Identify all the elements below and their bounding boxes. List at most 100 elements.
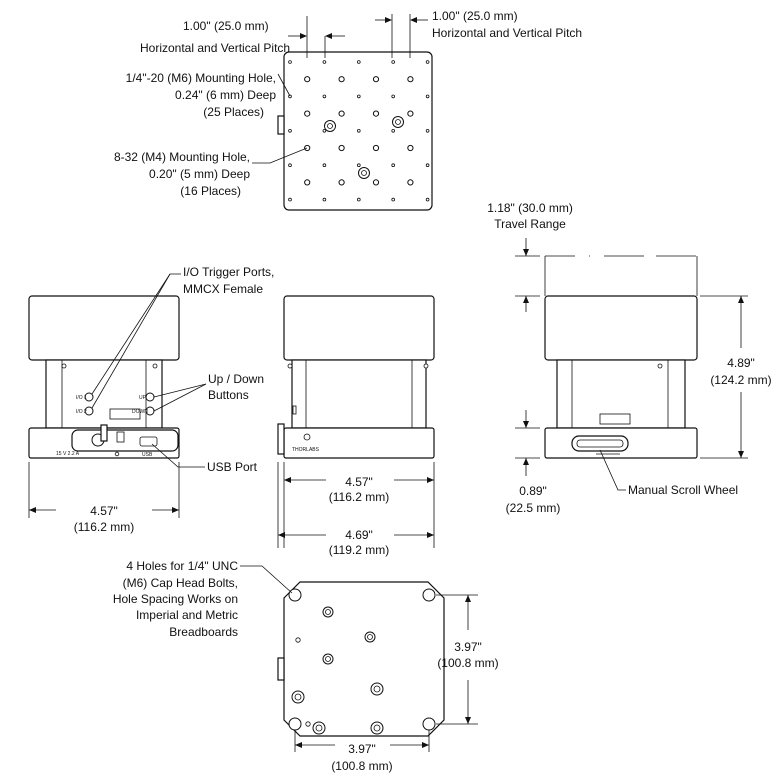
scroll-wheel-leader bbox=[599, 449, 626, 491]
bottom-view bbox=[277, 581, 445, 737]
m6-mounting-hole bbox=[304, 144, 311, 152]
m4-hole-label-3: (16 Places) bbox=[180, 184, 241, 198]
side-model-mark: THORLABS bbox=[292, 447, 320, 453]
bolt-holes-label-4: Imperial and Metric bbox=[136, 608, 238, 622]
m6-hole-leader bbox=[277, 73, 291, 97]
side-width-dimension bbox=[277, 462, 435, 548]
pitch-label-left-1: 1.00" (25.0 mm) bbox=[183, 19, 269, 33]
bolt-holes-label-3: Hole Spacing Works on bbox=[113, 592, 238, 606]
m4-mounting-hole bbox=[356, 197, 361, 202]
m4-mounting-hole bbox=[391, 129, 396, 133]
counterbore-hole-inner bbox=[361, 170, 367, 176]
bolt-holes-label-5: Breadboards bbox=[169, 625, 238, 639]
m4-mounting-hole bbox=[391, 60, 396, 64]
io-ports-label-2: MMCX Female bbox=[183, 282, 263, 296]
counterbore-hole-inner bbox=[395, 119, 401, 125]
m6-mounting-hole bbox=[338, 144, 345, 152]
m6-mounting-hole bbox=[407, 144, 414, 152]
m6-mounting-hole bbox=[304, 110, 311, 117]
m4-hole-leader bbox=[252, 147, 308, 164]
m4-mounting-hole bbox=[322, 94, 327, 99]
panel-mark-power: 15 V 2.2 A bbox=[56, 451, 80, 457]
io-ports-label-1: I/O Trigger Ports, bbox=[183, 265, 274, 279]
base-height-dimension bbox=[515, 410, 540, 476]
panel-mark-io1: I/O 1 bbox=[76, 395, 87, 401]
front-width-label-1: 4.57" bbox=[90, 504, 118, 518]
m4-mounting-hole bbox=[391, 94, 396, 99]
side-width-label-1: 4.57" bbox=[345, 475, 373, 489]
m6-mounting-hole bbox=[372, 76, 380, 83]
m4-mounting-hole bbox=[356, 60, 361, 64]
m6-mounting-hole bbox=[407, 76, 414, 83]
counterbore-hole-inner bbox=[327, 123, 333, 129]
m6-mounting-hole bbox=[407, 179, 414, 186]
pitch-dimension-left bbox=[288, 16, 345, 58]
base-height-label-2: (22.5 mm) bbox=[506, 501, 561, 515]
m4-mounting-hole bbox=[322, 60, 327, 64]
panel-mark-up: UP bbox=[139, 395, 147, 401]
travel-range-label-1: 1.18" (30.0 mm) bbox=[487, 201, 573, 215]
m6-hole-label-2: 0.24" (6 mm) Deep bbox=[175, 88, 276, 102]
bottom-h-label-2: (100.8 mm) bbox=[331, 759, 392, 773]
m4-mounting-hole bbox=[425, 60, 430, 64]
pitch-label-left-2: Horizontal and Vertical Pitch bbox=[140, 41, 290, 55]
m4-mounting-hole bbox=[425, 94, 430, 99]
m6-mounting-hole bbox=[372, 144, 380, 152]
side-depth-label-2: (119.2 mm) bbox=[329, 543, 389, 557]
bolt-holes-label-1: 4 Holes for 1/4" UNC bbox=[126, 559, 238, 573]
front-view: I/O 1 I/O 2 UP DOWN 15 V 2.2 A USB bbox=[28, 295, 180, 459]
m4-mounting-hole bbox=[322, 163, 327, 168]
travel-range-dimension bbox=[515, 238, 540, 312]
m4-mounting-hole bbox=[425, 163, 430, 168]
height-label-2: (124.2 mm) bbox=[710, 373, 771, 387]
m4-mounting-hole bbox=[391, 197, 396, 202]
travel-range-label-2: Travel Range bbox=[494, 217, 566, 231]
side-depth-label-1: 4.69" bbox=[345, 528, 373, 542]
panel-mark-io2: I/O 2 bbox=[76, 409, 87, 415]
m4-mounting-hole bbox=[356, 163, 361, 168]
m4-mounting-hole bbox=[356, 94, 361, 99]
bottom-v-label-1: 3.97" bbox=[454, 640, 482, 654]
m4-hole-label-2: 0.20" (5 mm) Deep bbox=[149, 167, 250, 181]
side-width-label-2: (116.2 mm) bbox=[329, 490, 389, 504]
pitch-dimension-right bbox=[375, 14, 428, 58]
height-label-1: 4.89" bbox=[727, 356, 755, 370]
height-dimension bbox=[700, 295, 748, 459]
m4-mounting-hole bbox=[322, 197, 327, 202]
m4-mounting-hole bbox=[288, 163, 292, 168]
bottom-v-label-2: (100.8 mm) bbox=[437, 656, 498, 670]
m4-mounting-hole bbox=[288, 129, 292, 133]
front-width-label-2: (116.2 mm) bbox=[74, 520, 134, 534]
usb-port-leader bbox=[151, 443, 205, 468]
updown-leader bbox=[153, 383, 207, 398]
m4-mounting-hole bbox=[356, 129, 361, 133]
front-width-dimension bbox=[28, 462, 180, 518]
m4-hole-label-1: 8-32 (M4) Mounting Hole, bbox=[114, 150, 250, 164]
bolt-holes-leader bbox=[240, 565, 293, 594]
rear-view bbox=[544, 255, 698, 459]
m6-mounting-hole bbox=[338, 110, 345, 117]
m6-mounting-hole bbox=[304, 76, 311, 83]
updown-label-2: Buttons bbox=[208, 388, 249, 402]
pitch-label-right-2: Horizontal and Vertical Pitch bbox=[432, 26, 582, 40]
m6-mounting-hole bbox=[372, 110, 380, 117]
m6-mounting-hole bbox=[338, 76, 345, 83]
m4-mounting-hole bbox=[322, 129, 327, 133]
m6-hole-label-1: 1/4"-20 (M6) Mounting Hole, bbox=[126, 71, 276, 85]
panel-mark-usb: USB bbox=[142, 452, 153, 458]
bolt-holes-label-2: (M6) Cap Head Bolts, bbox=[123, 576, 238, 590]
bottom-vertical-dimension bbox=[436, 594, 478, 725]
panel-mark-down: DOWN bbox=[132, 409, 148, 415]
side-view: THORLABS bbox=[277, 295, 435, 459]
m6-hole-label-3: (25 Places) bbox=[203, 105, 264, 119]
pitch-label-right-1: 1.00" (25.0 mm) bbox=[432, 9, 518, 23]
m4-mounting-hole bbox=[391, 163, 396, 168]
scroll-wheel-label: Manual Scroll Wheel bbox=[628, 483, 738, 497]
m4-mounting-hole bbox=[425, 129, 430, 133]
updown-label-1: Up / Down bbox=[208, 372, 264, 386]
top-view bbox=[277, 51, 433, 211]
bottom-horizontal-dimension bbox=[294, 730, 430, 752]
m4-mounting-hole bbox=[288, 197, 292, 202]
m4-mounting-hole bbox=[425, 197, 430, 202]
